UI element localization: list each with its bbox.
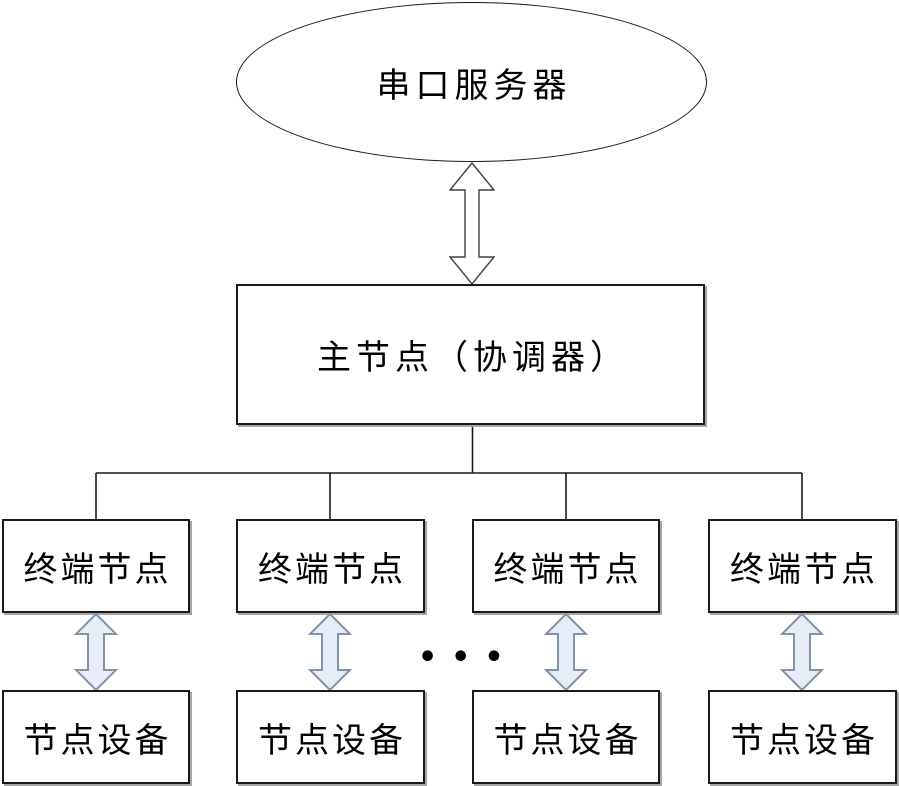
terminal-device-double-arrow-icon <box>308 613 352 691</box>
device-node-1: 节点设备 <box>2 690 190 784</box>
terminal-device-double-arrow-icon <box>544 613 588 691</box>
coordinator-label: 主节点（协调器） <box>317 340 629 377</box>
server-coordinator-double-arrow-icon <box>448 162 496 285</box>
serial-server-label: 串口服务器 <box>376 67 572 105</box>
terminal-node-label: 终端节点 <box>258 551 406 589</box>
terminal-node-1: 终端节点 <box>2 519 190 613</box>
device-node-label: 节点设备 <box>23 722 172 760</box>
device-node-2: 节点设备 <box>236 690 425 784</box>
device-node-4: 节点设备 <box>708 690 897 784</box>
terminal-node-label: 终端节点 <box>493 551 642 589</box>
terminal-node-4: 终端节点 <box>708 519 897 613</box>
terminal-node-2: 终端节点 <box>236 519 425 613</box>
terminal-device-double-arrow-icon <box>780 613 824 691</box>
terminal-device-double-arrow-icon <box>74 613 118 691</box>
terminal-node-label: 终端节点 <box>23 551 172 589</box>
device-node-label: 节点设备 <box>730 722 878 760</box>
device-node-3: 节点设备 <box>472 690 660 784</box>
coordinator-node: 主节点（协调器） <box>236 284 705 425</box>
terminal-node-3: 终端节点 <box>472 519 660 613</box>
serial-server-node: 串口服务器 <box>236 2 707 162</box>
terminal-node-label: 终端节点 <box>730 551 878 589</box>
device-node-label: 节点设备 <box>493 722 642 760</box>
device-node-label: 节点设备 <box>258 722 406 760</box>
more-nodes-ellipsis: ••• <box>418 640 518 675</box>
